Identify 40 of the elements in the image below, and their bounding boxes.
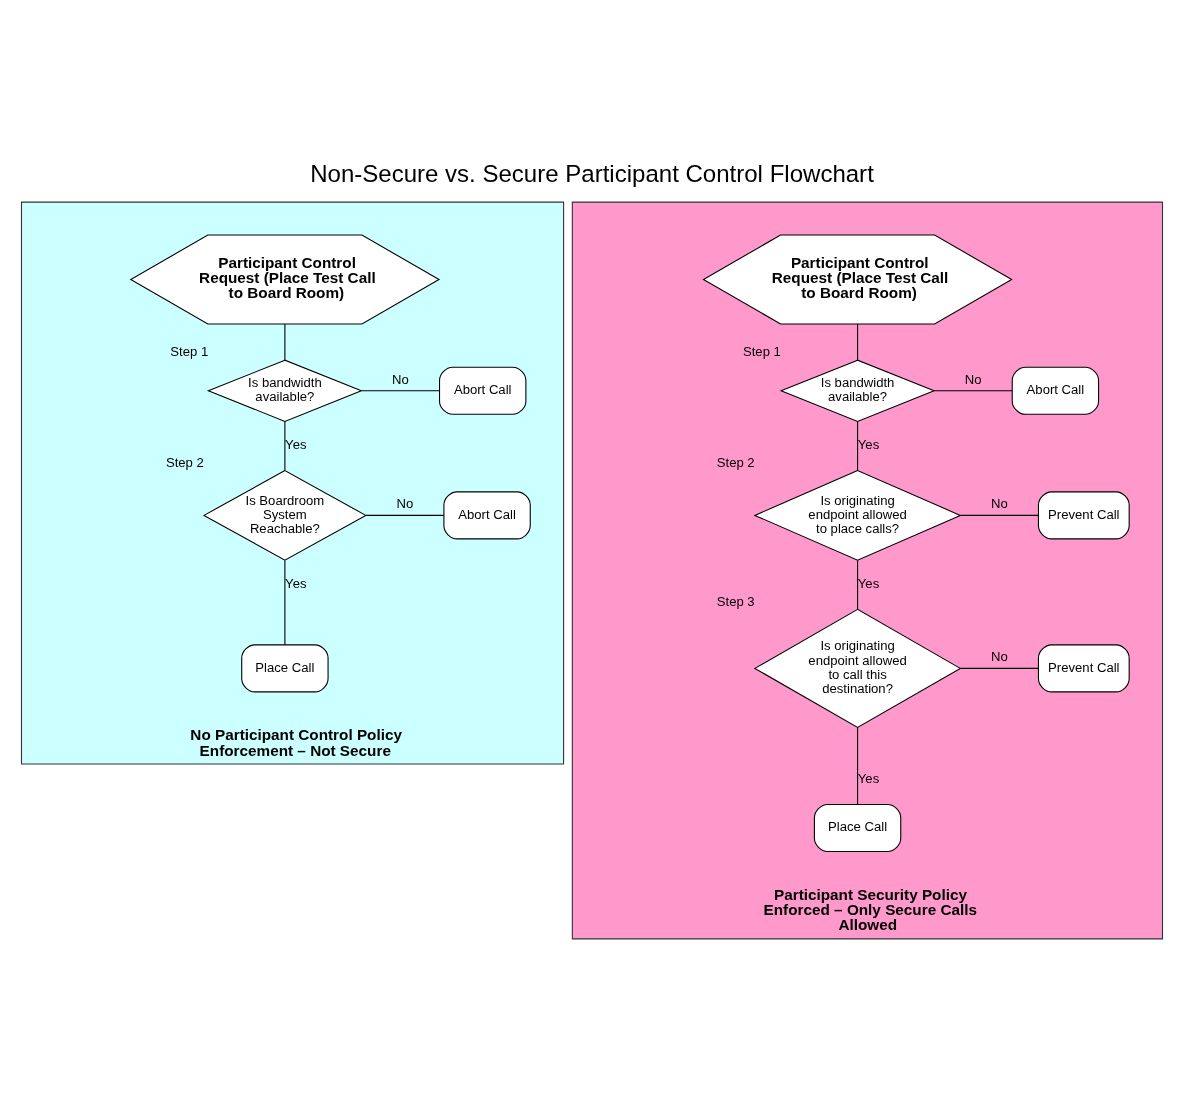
connector (857, 323, 859, 361)
edge-label: Yes (857, 576, 880, 592)
connector (857, 559, 859, 610)
connector (365, 514, 445, 516)
node-label: Step 2 (165, 454, 204, 470)
node-box: Abort Call (439, 366, 527, 415)
connector (284, 420, 286, 471)
connector (857, 727, 859, 805)
edge-label: Yes (857, 437, 880, 453)
connector (933, 390, 1013, 392)
edge-label: No (392, 371, 409, 387)
connector (361, 390, 440, 392)
node-box: Place Call (241, 644, 329, 693)
node-diamond: Is bandwidth available? (779, 359, 936, 422)
connector (959, 514, 1039, 516)
node-label: Step 2 (716, 454, 755, 470)
node-diamond: Is Boardroom System Reachable? (202, 469, 367, 561)
edge-label: No (396, 496, 414, 512)
node-diamond: Is originating endpoint allowed to call this destination? (753, 608, 962, 729)
edge-label: Yes (857, 771, 880, 787)
node-box: Prevent Call (1037, 491, 1130, 540)
connector (959, 667, 1039, 669)
node-box: Prevent Call (1037, 644, 1130, 693)
node-label: Step 1 (743, 344, 781, 360)
node-box: Place Call (813, 803, 902, 852)
diagram-title: Non-Secure vs. Secure Participant Control Flowchart (310, 159, 874, 187)
node-box: Abort Call (1011, 366, 1100, 415)
node-diamond: Is bandwidth available? (206, 359, 363, 422)
edge-label: No (964, 371, 982, 387)
edge-label: Yes (285, 437, 307, 453)
connector (284, 559, 286, 646)
connector (284, 323, 286, 361)
edge-label: No (991, 649, 1008, 665)
edge-label: Yes (285, 576, 307, 592)
node-label: Step 3 (716, 593, 755, 609)
connector (857, 420, 859, 471)
node-diamond: Is originating endpoint allowed to place calls? (753, 469, 962, 561)
node-box: Abort Call (443, 491, 531, 540)
edge-label: No (991, 496, 1008, 512)
node-label: Step 1 (170, 344, 209, 360)
